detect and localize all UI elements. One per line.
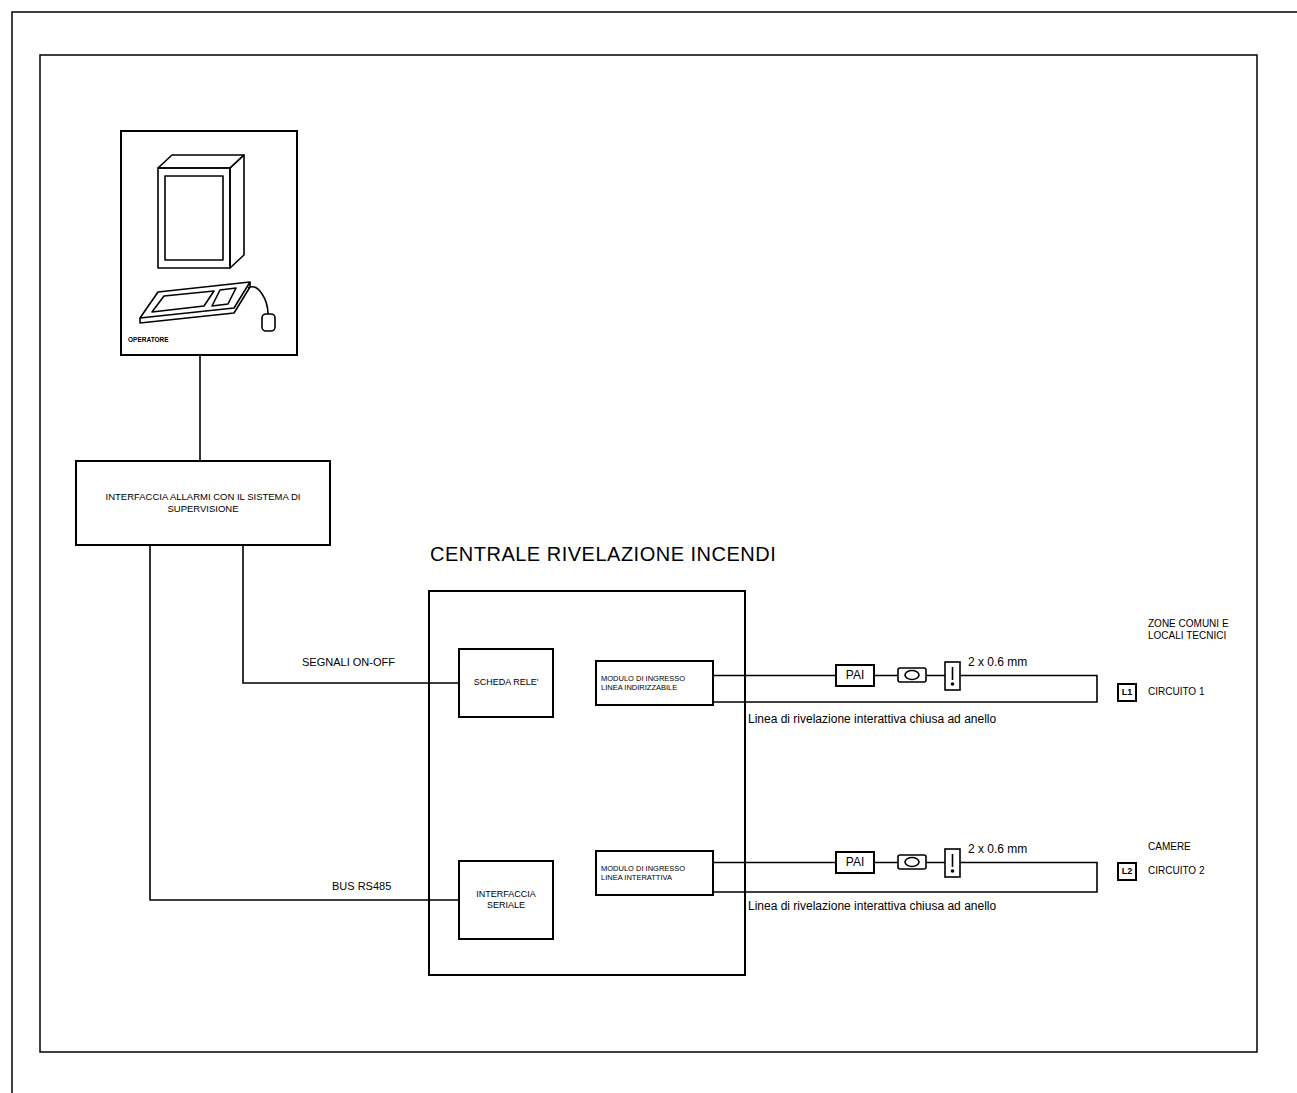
node-text: SCHEDA RELE' <box>474 677 539 688</box>
smoke-detector-symbol <box>898 668 926 682</box>
control-panel: CENTRALE RIVELAZIONE INCENDISCHEDA RELE'… <box>428 590 746 976</box>
computer-illustration <box>140 155 275 331</box>
frame-border <box>40 55 1257 1052</box>
smoke-detector-symbol <box>898 855 926 869</box>
line-note: Linea di rivelazione interattiva chiusa … <box>748 712 996 726</box>
keyboard-pad <box>212 288 236 306</box>
keyboard-edge <box>140 282 250 323</box>
loop-tag: L1 <box>1117 683 1137 702</box>
zone-name: ZONE COMUNI E LOCALI TECNICI <box>1148 618 1248 642</box>
monitor-front <box>158 168 230 268</box>
node-text: MODULO DI INGRESSO LINEA INDIRIZZABILE <box>601 674 708 693</box>
node-text: MODULO DI INGRESSO LINEA INTERATTIVA <box>601 864 708 883</box>
circuit-name: CIRCUITO 2 <box>1148 865 1205 877</box>
node-text: OPERATORE <box>128 336 169 344</box>
loop-tag: L2 <box>1117 862 1137 881</box>
connector-line <box>199 356 201 460</box>
connector-line <box>243 546 458 683</box>
connector-line <box>714 862 835 864</box>
call-point-symbol <box>945 849 960 877</box>
pai-box: PAI <box>835 851 875 874</box>
connector-line <box>150 546 458 900</box>
node-text: INTERFACCIA ALLARMI CON IL SISTEMA DI SU… <box>80 491 326 515</box>
cable-size: 2 x 0.6 mm <box>968 655 1027 669</box>
monitor-side <box>230 155 244 268</box>
input-module: MODULO DI INGRESSO LINEA INDIRIZZABILE <box>595 660 714 706</box>
pai-box: PAI <box>835 664 875 687</box>
keyboard-keys <box>152 291 214 312</box>
sheet-border <box>12 12 1297 1093</box>
node-text: INTERFACCIA SERIALE <box>463 889 549 912</box>
input-module: MODULO DI INGRESSO LINEA INTERATTIVA <box>595 850 714 896</box>
node-text: L2 <box>1122 866 1133 877</box>
zone-name: CAMERE <box>1148 841 1191 853</box>
interface-box: INTERFACCIA ALLARMI CON IL SISTEMA DI SU… <box>75 460 331 546</box>
line-note: Linea di rivelazione interattiva chiusa … <box>748 899 996 913</box>
operator-station: OPERATORE <box>120 130 298 356</box>
call-point-symbol <box>945 662 960 690</box>
monitor-screen <box>165 176 223 260</box>
node-text: PAI <box>846 855 864 870</box>
cable-size: 2 x 0.6 mm <box>968 842 1027 856</box>
node-text: PAI <box>846 668 864 683</box>
relay-card: SCHEDA RELE' <box>458 648 554 718</box>
mouse <box>262 314 275 331</box>
circuit-name: CIRCUITO 1 <box>1148 686 1205 698</box>
node-text: L1 <box>1122 687 1133 698</box>
mouse-cord <box>248 287 268 314</box>
signal-name: SEGNALI ON-OFF <box>300 656 397 669</box>
node-text: CENTRALE RIVELAZIONE INCENDI <box>430 542 776 567</box>
signal-name: BUS RS485 <box>330 880 393 893</box>
connector-line <box>714 675 835 677</box>
serial-interface: INTERFACCIA SERIALE <box>458 860 554 940</box>
